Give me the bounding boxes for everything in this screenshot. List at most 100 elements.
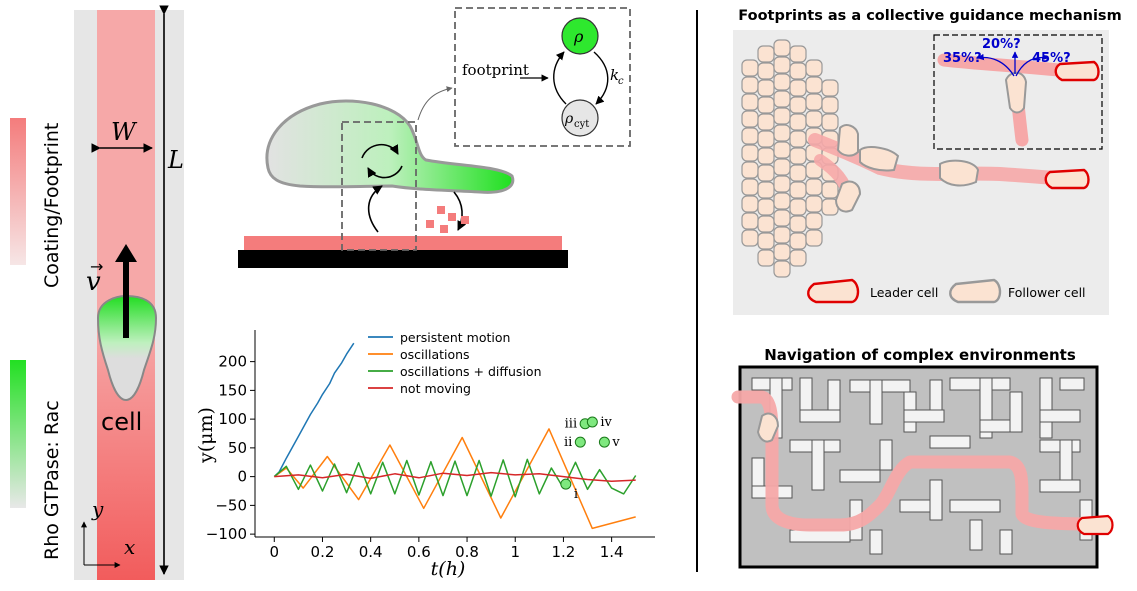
- percent-left-label: 35%?: [943, 51, 982, 66]
- cluster-cell: [773, 192, 791, 210]
- cluster-cell: [789, 232, 807, 250]
- cluster-cell: [757, 113, 775, 131]
- maze-corridor: [929, 479, 943, 521]
- recruit-arrow: [553, 51, 567, 105]
- deposition-arrow-down: [453, 191, 467, 231]
- cluster-cell: [757, 147, 775, 165]
- y-tick-label: 0: [237, 468, 247, 486]
- footprint-particle: [437, 206, 445, 214]
- maze-corridor: [969, 519, 983, 551]
- maze-corridor: [1059, 377, 1085, 391]
- coating-colorbar-label: Coating/Footprint: [41, 123, 63, 288]
- x-tick-label: 1.4: [600, 543, 624, 561]
- velocity-symbol: v: [86, 267, 101, 297]
- annotation-label: iii: [565, 417, 577, 432]
- cluster-cell: [773, 39, 791, 57]
- percent-mid-label: 20%?: [982, 37, 1021, 52]
- cluster-cell: [741, 76, 759, 94]
- rate-label: k: [610, 66, 619, 84]
- y-tick-label: −50: [215, 496, 247, 514]
- follower-cell: [859, 146, 900, 172]
- y-tick-label: 100: [218, 410, 247, 428]
- maze-corridor: [929, 379, 943, 411]
- maze-corridor: [949, 499, 1001, 513]
- cluster-cell: [757, 79, 775, 97]
- cluster-cell: [805, 93, 823, 111]
- annotation-marker: [560, 478, 572, 490]
- maze-corridor: [903, 409, 945, 423]
- cluster-cell: [789, 249, 807, 267]
- cluster-cell: [789, 130, 807, 148]
- legend-label: oscillations: [400, 347, 470, 362]
- axis-x-label: x: [124, 535, 135, 559]
- follower-cell: [836, 124, 859, 157]
- annotation-label: i: [574, 487, 578, 502]
- maze-corridor: [1039, 377, 1053, 439]
- chart-y-axis-label: y(μm): [195, 407, 217, 464]
- collective-guidance-panel: Footprints as a collective guidance mech…: [733, 8, 1122, 315]
- x-tick-label: 0.4: [359, 543, 383, 561]
- length-symbol: L: [167, 146, 184, 174]
- maze-panel: Navigation of complex environments: [731, 346, 1114, 569]
- rac-colorbar: [10, 360, 26, 508]
- cycle-arrow-bottom: [367, 165, 403, 179]
- legend-label: not moving: [400, 381, 471, 396]
- cluster-cell: [821, 181, 839, 199]
- x-tick-label: 0.2: [311, 543, 335, 561]
- cluster-cell: [805, 178, 823, 196]
- annotation-marker: [586, 416, 598, 428]
- guidance-title: Footprints as a collective guidance mech…: [738, 8, 1121, 24]
- cluster-cell: [741, 93, 759, 111]
- width-symbol: W: [111, 118, 138, 146]
- zoom-box: [341, 121, 417, 251]
- colorbars: Coating/Footprint Rho GTPase: Rac: [10, 118, 63, 560]
- maze-follower-cell: [756, 412, 780, 443]
- cluster-cell: [741, 212, 759, 230]
- maze-corridor: [929, 435, 971, 449]
- leader-cell-label: Leader cell: [870, 285, 938, 300]
- choice-arrow-left: [977, 53, 1015, 77]
- series-line-not-moving: [274, 471, 636, 482]
- chart-legend: persistent motion oscillations oscillation…: [368, 330, 542, 396]
- cluster-cell: [741, 127, 759, 145]
- cluster-cell: [805, 76, 823, 94]
- cluster-cell: [821, 113, 839, 131]
- cluster-cell: [773, 209, 791, 227]
- maze-corridor: [869, 529, 883, 555]
- footprint-particle: [426, 220, 434, 228]
- cluster-cell: [805, 195, 823, 213]
- inset-follower-cell: [1004, 71, 1028, 114]
- cluster-cell: [757, 96, 775, 114]
- legend-label: persistent motion: [400, 330, 510, 345]
- cluster-cell: [789, 215, 807, 233]
- legend-label: oscillations + diffusion: [400, 364, 542, 379]
- cluster-cell: [773, 260, 791, 278]
- y-tick-label: −100: [206, 525, 247, 543]
- legend-leader-cell: [807, 278, 860, 304]
- y-tick-label: 200: [218, 353, 247, 371]
- cluster-cell: [741, 110, 759, 128]
- coating-colorbar: [10, 118, 26, 265]
- cluster-cell: [789, 62, 807, 80]
- velocity-arrowhead: [115, 244, 137, 262]
- rho-cyt-label: ρ: [564, 111, 574, 127]
- percent-right-label: 45%?: [1032, 51, 1071, 66]
- cluster-cell: [773, 90, 791, 108]
- rho-cyt-subscript: cyt: [574, 119, 589, 130]
- cluster-cell: [757, 181, 775, 199]
- cluster-cell: [773, 124, 791, 142]
- cluster-cell: [757, 45, 775, 63]
- series-line-oscillations-diffusion: [273, 458, 637, 498]
- rac-colorbar-label: Rho GTPase: Rac: [41, 400, 63, 560]
- axis-y-label: y: [91, 497, 104, 521]
- follower-cell-label: Follower cell: [1008, 285, 1086, 300]
- maze-corridor: [999, 529, 1013, 555]
- annotation-marker: [598, 436, 610, 448]
- x-tick-label: 1.2: [552, 543, 576, 561]
- cluster-cell: [821, 79, 839, 97]
- channel-panel: L W v → cell y x: [74, 5, 184, 580]
